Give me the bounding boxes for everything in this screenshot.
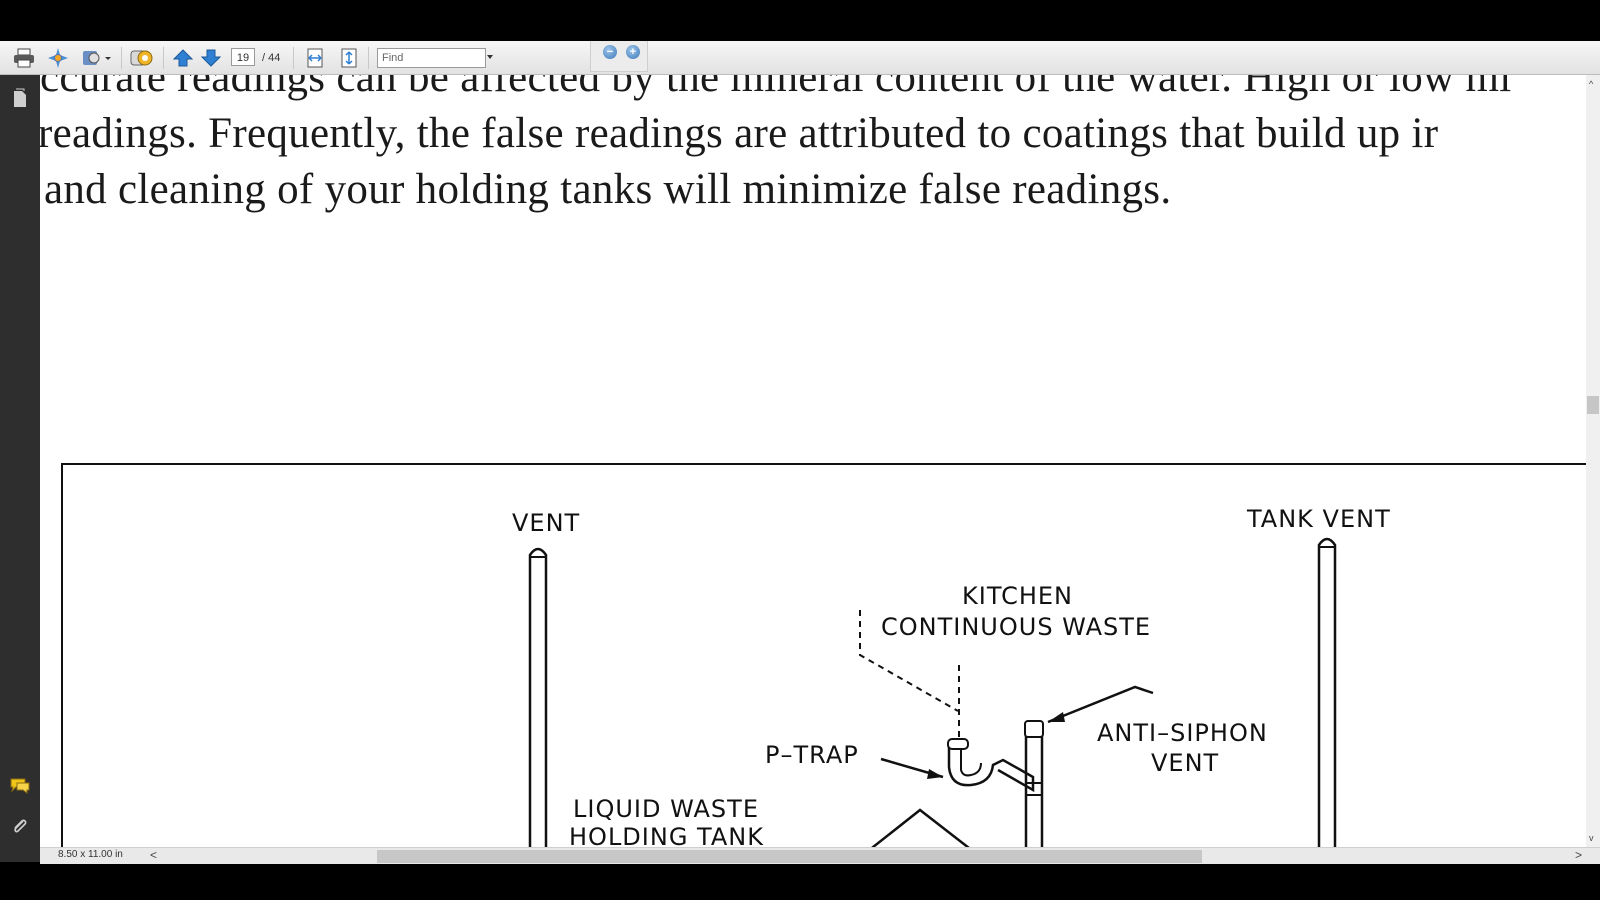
- label-anti-siphon-vent: VENT: [1151, 749, 1220, 777]
- zoom-controls: − +: [590, 41, 648, 72]
- diagram-drawing: [528, 537, 1337, 847]
- find-input[interactable]: Find: [377, 48, 486, 68]
- label-holding-tank: HOLDING TANK: [569, 823, 764, 847]
- label-kitchen: KITCHEN: [962, 582, 1073, 610]
- page-number-input[interactable]: 19: [231, 48, 255, 66]
- plumbing-diagram: VENT TANK VENT KITCHEN CONTINUOUS WASTE …: [61, 463, 1586, 847]
- reader-toolbar: 19 / 44 Find − +: [0, 41, 1600, 75]
- document-text-line: readings. Frequently, the false readings…: [40, 110, 1439, 157]
- label-p-trap: P–TRAP: [765, 741, 859, 769]
- fit-width-icon[interactable]: [304, 45, 326, 70]
- navigation-pane: [0, 75, 40, 862]
- toolbar-separator: [293, 47, 294, 69]
- horizontal-scroll-thumb[interactable]: [377, 850, 1202, 863]
- fit-page-icon[interactable]: [338, 45, 360, 70]
- print-icon[interactable]: [12, 45, 36, 70]
- export-icon[interactable]: [80, 45, 114, 70]
- share-icon[interactable]: [128, 45, 156, 70]
- toolbar-separator: [368, 47, 369, 69]
- scroll-left-icon[interactable]: <: [150, 848, 158, 862]
- comments-icon[interactable]: [9, 775, 31, 797]
- document-text-line: and cleaning of your holding tanks will …: [44, 166, 1172, 213]
- tools-icon[interactable]: [46, 45, 70, 70]
- vertical-scrollbar[interactable]: ^ v: [1586, 75, 1600, 847]
- arrow-down-icon[interactable]: [200, 45, 222, 70]
- label-liquid-waste: LIQUID WASTE: [573, 795, 759, 823]
- zoom-in-icon[interactable]: +: [626, 45, 640, 59]
- page-total-label: / 44: [262, 52, 281, 64]
- screen-border: [0, 864, 1600, 900]
- label-continuous-waste: CONTINUOUS WASTE: [881, 613, 1152, 641]
- document-text-line: ccurate readings can be affected by the …: [40, 75, 1512, 101]
- label-anti-siphon: ANTI–SIPHON: [1097, 719, 1268, 747]
- arrow-up-icon[interactable]: [172, 45, 194, 70]
- page-size-label: 8.50 x 11.00 in: [58, 849, 123, 860]
- attachment-icon[interactable]: [9, 815, 31, 837]
- label-vent: VENT: [512, 509, 581, 537]
- pages-icon[interactable]: [9, 87, 31, 109]
- toolbar-separator: [121, 47, 122, 69]
- scroll-up-icon[interactable]: ^: [1589, 79, 1594, 89]
- scroll-down-icon[interactable]: v: [1589, 833, 1594, 843]
- scroll-right-icon[interactable]: >: [1575, 848, 1583, 862]
- vertical-scroll-thumb[interactable]: [1587, 396, 1599, 414]
- toolbar-separator: [163, 47, 164, 69]
- status-bar: 8.50 x 11.00 in < >: [40, 847, 1600, 865]
- zoom-out-icon[interactable]: −: [603, 45, 617, 59]
- find-dropdown-icon[interactable]: [487, 55, 493, 59]
- label-tank-vent: TANK VENT: [1247, 505, 1391, 533]
- document-view[interactable]: ccurate readings can be affected by the …: [40, 75, 1586, 847]
